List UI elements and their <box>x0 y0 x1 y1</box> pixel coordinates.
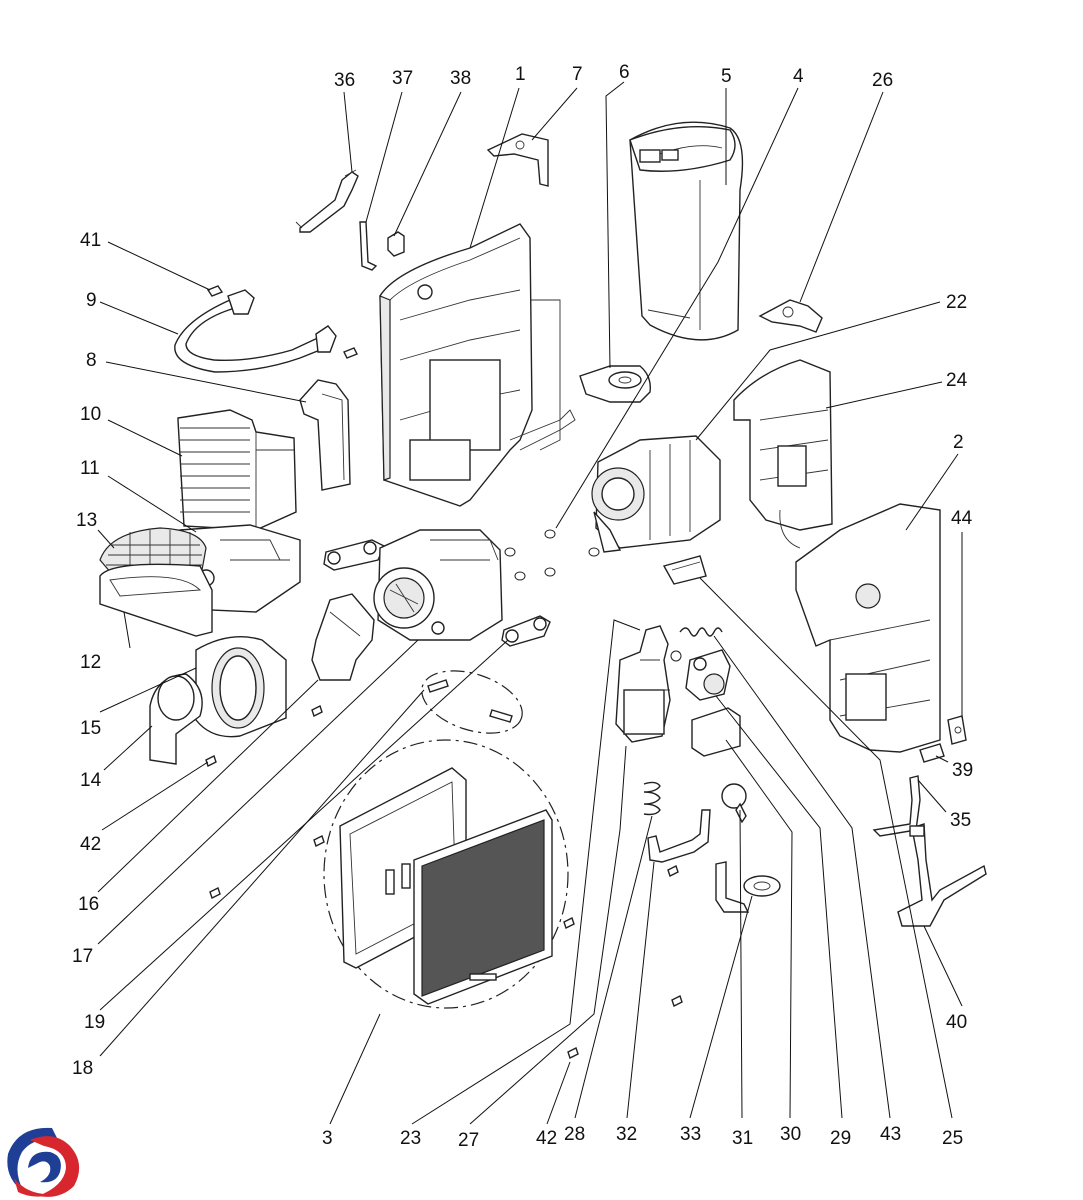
label-44: 44 <box>951 508 973 529</box>
label-35: 35 <box>950 810 971 831</box>
part-26-clip <box>758 299 823 333</box>
label-4: 4 <box>793 66 804 87</box>
part-6-cap <box>579 365 651 403</box>
label-14: 14 <box>80 770 102 791</box>
part-44-clip <box>947 715 967 745</box>
label-26: 26 <box>872 70 893 91</box>
label-9: 9 <box>86 290 97 311</box>
label-7: 7 <box>572 64 583 85</box>
label-42-bottom: 42 <box>536 1128 557 1149</box>
label-13: 13 <box>76 510 97 531</box>
label-28: 28 <box>564 1124 585 1145</box>
part-27-washer <box>670 650 682 662</box>
spout-knob <box>311 593 375 681</box>
part-22-motor <box>591 435 721 553</box>
label-2: 2 <box>953 432 964 453</box>
part-10-drip-cover <box>177 409 297 531</box>
label-38: 38 <box>450 68 471 89</box>
part-43-spring <box>679 627 723 637</box>
label-30: 30 <box>780 1124 801 1145</box>
part-1-main-frame <box>379 223 576 507</box>
label-19: 19 <box>84 1012 105 1033</box>
part-30-block <box>691 707 741 757</box>
label-25: 25 <box>942 1128 963 1149</box>
part-14-spout <box>149 673 203 765</box>
part-25-bracket <box>662 555 707 585</box>
part-2-front-panel <box>795 503 941 753</box>
label-15: 15 <box>80 718 101 739</box>
leader-lines <box>97 81 963 1125</box>
part-40-cable <box>897 823 987 927</box>
part-38-clip <box>387 231 405 257</box>
label-29: 29 <box>830 1128 851 1149</box>
brand-swirl-logo <box>7 1127 80 1197</box>
label-17: 17 <box>72 946 93 967</box>
label-6: 6 <box>619 62 630 83</box>
label-36: 36 <box>334 70 355 91</box>
label-18: 18 <box>72 1058 93 1079</box>
label-11: 11 <box>80 458 100 479</box>
label-42-left: 42 <box>80 834 101 855</box>
part-41-screw <box>206 285 224 297</box>
part-17-connector <box>323 539 385 571</box>
part-16-housing <box>373 529 503 641</box>
part-3-filter-panel <box>323 739 569 1009</box>
label-8: 8 <box>86 350 97 371</box>
part-23-pump <box>615 625 671 743</box>
label-43: 43 <box>880 1124 901 1145</box>
screws <box>205 705 683 1059</box>
part-33-tube <box>715 861 781 913</box>
part-28-spring <box>643 781 661 816</box>
part-18-pins <box>421 670 523 734</box>
part-19-connector <box>501 615 551 647</box>
label-32: 32 <box>616 1124 637 1145</box>
label-37: 37 <box>392 68 413 89</box>
part-29-valve <box>685 649 731 701</box>
label-33: 33 <box>680 1124 701 1145</box>
part-24-housing <box>733 359 833 549</box>
label-23: 23 <box>400 1128 421 1149</box>
part-36-bracket <box>295 169 359 233</box>
label-16: 16 <box>78 894 99 915</box>
label-31: 31 <box>732 1128 753 1149</box>
label-10: 10 <box>80 404 101 425</box>
part-39-clip <box>919 743 945 763</box>
part-31-sensor <box>721 783 747 824</box>
screw <box>343 347 358 359</box>
label-40: 40 <box>946 1012 967 1033</box>
label-3: 3 <box>322 1128 333 1149</box>
part-37-clip <box>359 221 378 271</box>
label-22: 22 <box>946 292 967 313</box>
part-8-handle <box>299 379 351 491</box>
label-39: 39 <box>952 760 973 781</box>
part-5-water-tank <box>629 121 744 341</box>
part-9-hose <box>174 289 337 373</box>
label-1: 1 <box>515 64 526 85</box>
part-15-bezel <box>195 635 287 738</box>
part-7-bracket <box>486 133 549 187</box>
label-5: 5 <box>721 66 732 87</box>
label-41: 41 <box>80 230 101 251</box>
part-32-tube <box>647 809 711 863</box>
part-12-tray-base <box>99 563 213 637</box>
label-12: 12 <box>80 652 101 673</box>
label-24: 24 <box>946 370 968 391</box>
label-27: 27 <box>458 1130 479 1151</box>
plugs <box>504 529 600 581</box>
